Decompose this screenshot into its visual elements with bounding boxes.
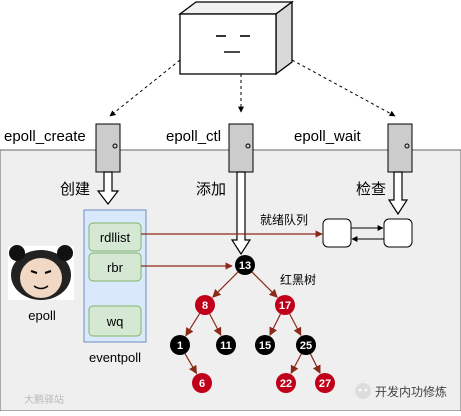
watermark-left: 大鹏驿站: [24, 393, 64, 406]
rbtree-node-ll: 1: [170, 335, 190, 355]
rbtree-node-label: 8: [202, 300, 208, 312]
ready-queue-node-1: [322, 218, 352, 248]
watermark-right: 开发内功修炼: [375, 384, 447, 399]
rbtree-node-label: 27: [319, 378, 331, 390]
epoll-wait-label: epoll_wait: [294, 128, 362, 145]
rbtree-node-circle: [170, 335, 190, 355]
field-wq-label: wq: [106, 314, 124, 329]
rbtree-node-circle: [235, 255, 255, 275]
wait-hollow-arrow: [387, 171, 409, 216]
ready-list-label: 就绪队列: [260, 212, 308, 227]
rbtree-node-circle: [276, 373, 296, 393]
rbtree-node-circle: [255, 335, 275, 355]
rbtree-node-rr: 25: [296, 335, 316, 355]
epoll-ctl-label: epoll_ctl: [166, 128, 221, 145]
rbtree-edge-r-rr: [289, 313, 302, 337]
rbtree-node-rrr: 27: [315, 373, 335, 393]
field-rbr: rbr: [88, 252, 142, 282]
rbtree-edge-root-r: [251, 271, 278, 298]
rbtree-node-rrl: 22: [276, 373, 296, 393]
rbtree-node-circle: [296, 335, 316, 355]
door-ctl-icon: [228, 123, 254, 173]
rbtree-node-circle: [315, 373, 335, 393]
rbtree-node-circle: [216, 335, 236, 355]
rbtree-edge-r-rl: [269, 313, 282, 336]
call-line-wait: [291, 59, 396, 117]
rbtree-node-r: 17: [275, 295, 295, 315]
kernel-panel: [0, 149, 461, 412]
rbtree-node-label: 11: [220, 340, 232, 352]
eventpoll-caption: eventpoll: [89, 350, 141, 365]
field-rdllist-label: rdllist: [100, 230, 131, 245]
process-cube: [178, 0, 294, 76]
rbtree-node-l: 8: [195, 295, 215, 315]
rbtree-edge-l-lr: [209, 313, 222, 337]
door-wait-icon: [387, 123, 413, 173]
rbtree-edges: [184, 271, 321, 375]
rbtree-node-label: 6: [199, 378, 205, 390]
wait-action-label: 检查: [356, 180, 386, 198]
ready-queue-node-2: [383, 218, 413, 248]
create-action-label: 创建: [60, 180, 90, 198]
rbtree-node-circle: [195, 295, 215, 315]
rbtree-edge-root-l: [212, 271, 239, 298]
epoll-create-label: epoll_create: [4, 128, 86, 145]
field-rbr-label: rbr: [107, 260, 124, 275]
rbtree-node-rl: 15: [255, 335, 275, 355]
rbtree-node-label: 1: [177, 340, 183, 352]
rbtree-node-label: 25: [300, 340, 312, 352]
rbtree-edge-rr-rrr: [309, 353, 321, 374]
rbtree-node-circle: [275, 295, 295, 315]
wechat-icon: [355, 383, 371, 399]
epoll-label: epoll: [28, 308, 56, 323]
field-wq: wq: [88, 305, 142, 337]
ctl-action-label: 添加: [196, 180, 226, 198]
rbtree-label: 红黑树: [280, 272, 316, 287]
rbtree-edge-rr-rrl: [290, 353, 302, 375]
door-create-icon: [95, 123, 121, 173]
rbtree-node-label: 15: [259, 340, 271, 352]
rbtree-node-circle: [192, 373, 212, 393]
rbtree-edge-l-ll: [185, 313, 201, 337]
create-hollow-arrow: [96, 171, 120, 205]
rbtree-edge-ll-llr: [184, 353, 198, 375]
rbtree-node-label: 13: [239, 260, 251, 272]
panda-meme-image: [8, 245, 74, 300]
rbtree-node-llr: 6: [192, 373, 212, 393]
ctl-hollow-arrow: [230, 171, 252, 256]
rbtree-node-label: 22: [280, 378, 292, 390]
rbtree-node-root: 13: [235, 255, 255, 275]
rbtree-node-label: 17: [279, 300, 291, 312]
rbtree-node-lr: 11: [216, 335, 236, 355]
field-rdllist: rdllist: [88, 222, 142, 252]
call-line-create: [109, 59, 181, 117]
